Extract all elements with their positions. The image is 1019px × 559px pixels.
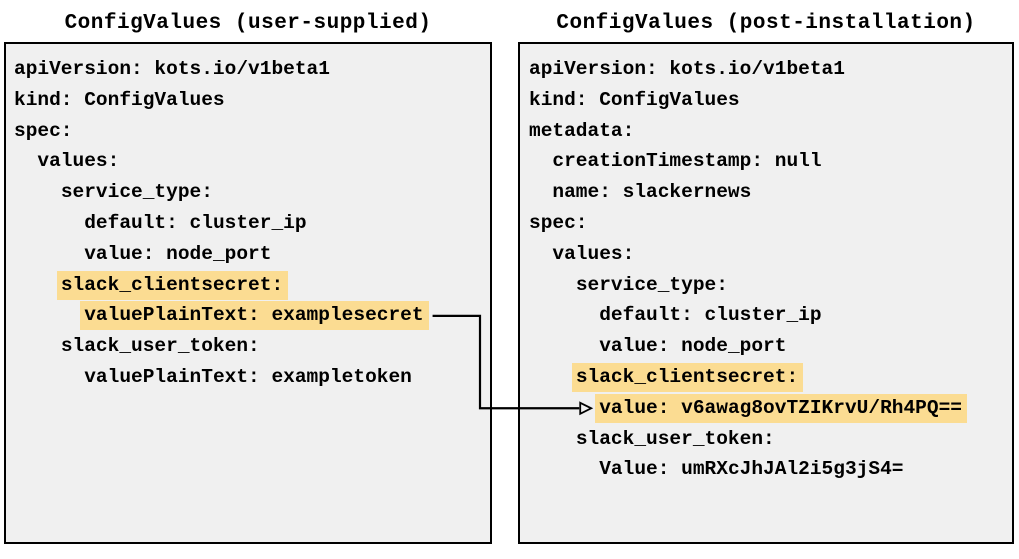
code-line: kind: ConfigValues <box>14 85 490 116</box>
code-line: value: node_port <box>14 239 490 270</box>
code-line: default: cluster_ip <box>529 300 1012 331</box>
code-line: apiVersion: kots.io/v1beta1 <box>14 54 490 85</box>
code-text: valuePlainText: exampletoken <box>84 365 412 388</box>
code-line: creationTimestamp: null <box>529 146 1012 177</box>
indent <box>529 366 576 388</box>
code-text: service_type: <box>575 273 728 296</box>
code-line: service_type: <box>14 177 490 208</box>
code-text: apiVersion: kots.io/v1beta1 <box>529 58 845 80</box>
code-text: values: <box>37 150 120 173</box>
highlighted-text: slack_clientsecret: <box>56 270 289 300</box>
code-line: slack_clientsecret: <box>529 362 1012 393</box>
code-text: name: slackernews <box>552 181 752 204</box>
code-line: service_type: <box>529 270 1012 301</box>
code-line: values: <box>14 146 490 177</box>
code-line: valuePlainText: exampletoken <box>14 362 490 393</box>
highlighted-text: valuePlainText: examplesecret <box>80 301 429 331</box>
config-values-user-supplied-panel: apiVersion: kots.io/v1beta1 kind: ConfigV… <box>4 42 492 544</box>
code-text: slack_user_token: <box>60 335 260 358</box>
code-line: Value: umRXcJhJAl2i5g3jS4= <box>529 454 1012 485</box>
indent <box>14 366 84 388</box>
code-line: spec: <box>529 208 1012 239</box>
code-text: kind: ConfigValues <box>14 88 225 111</box>
code-text: spec: <box>14 119 73 142</box>
indent <box>529 428 576 450</box>
indent <box>529 243 552 265</box>
code-line: value: v6awag8ovTZIKrvU/Rh4PQ== <box>529 393 1012 424</box>
indent <box>529 458 599 480</box>
indent <box>14 212 84 234</box>
code-line: slack_user_token: <box>529 424 1012 455</box>
code-line: valuePlainText: examplesecret <box>14 300 490 331</box>
right-panel-title: ConfigValues (post-installation) <box>556 12 976 35</box>
code-text: apiVersion: kots.io/v1beta1 <box>14 58 330 80</box>
code-text: kind: ConfigValues <box>529 88 740 111</box>
code-line: value: node_port <box>529 331 1012 362</box>
code-text: values: <box>552 242 635 265</box>
code-text: Value: umRXcJhJAl2i5g3jS4= <box>599 458 904 481</box>
indent <box>14 181 61 203</box>
code-line: slack_user_token: <box>14 331 490 362</box>
code-text: slack_user_token: <box>575 427 775 450</box>
indent <box>529 335 599 357</box>
highlighted-text: slack_clientsecret: <box>571 362 804 392</box>
code-line: spec: <box>14 116 490 147</box>
indent <box>14 335 61 357</box>
indent <box>14 243 84 265</box>
indent <box>529 274 576 296</box>
left-panel-title: ConfigValues (user-supplied) <box>64 12 432 35</box>
code-text: service_type: <box>60 181 213 204</box>
indent <box>14 150 37 172</box>
indent <box>529 181 552 203</box>
config-values-post-installation-panel: apiVersion: kots.io/v1beta1 kind: ConfigV… <box>518 42 1014 544</box>
highlighted-text: value: v6awag8ovTZIKrvU/Rh4PQ== <box>595 393 967 423</box>
code-line: slack_clientsecret: <box>14 270 490 301</box>
code-text: value: node_port <box>599 335 787 358</box>
code-line: name: slackernews <box>529 177 1012 208</box>
indent <box>529 397 599 419</box>
indent <box>529 150 552 172</box>
code-line: kind: ConfigValues <box>529 85 1012 116</box>
code-line: metadata: <box>529 116 1012 147</box>
indent <box>14 274 61 296</box>
code-text: value: node_port <box>84 242 272 265</box>
code-line: values: <box>529 239 1012 270</box>
code-line: default: cluster_ip <box>14 208 490 239</box>
code-text: default: cluster_ip <box>599 304 822 327</box>
code-text: spec: <box>529 211 588 234</box>
code-text: default: cluster_ip <box>84 211 307 234</box>
code-text: creationTimestamp: null <box>552 150 822 173</box>
indent <box>529 304 599 326</box>
indent <box>14 304 84 326</box>
code-text: metadata: <box>529 119 635 142</box>
code-line: apiVersion: kots.io/v1beta1 <box>529 54 1012 85</box>
